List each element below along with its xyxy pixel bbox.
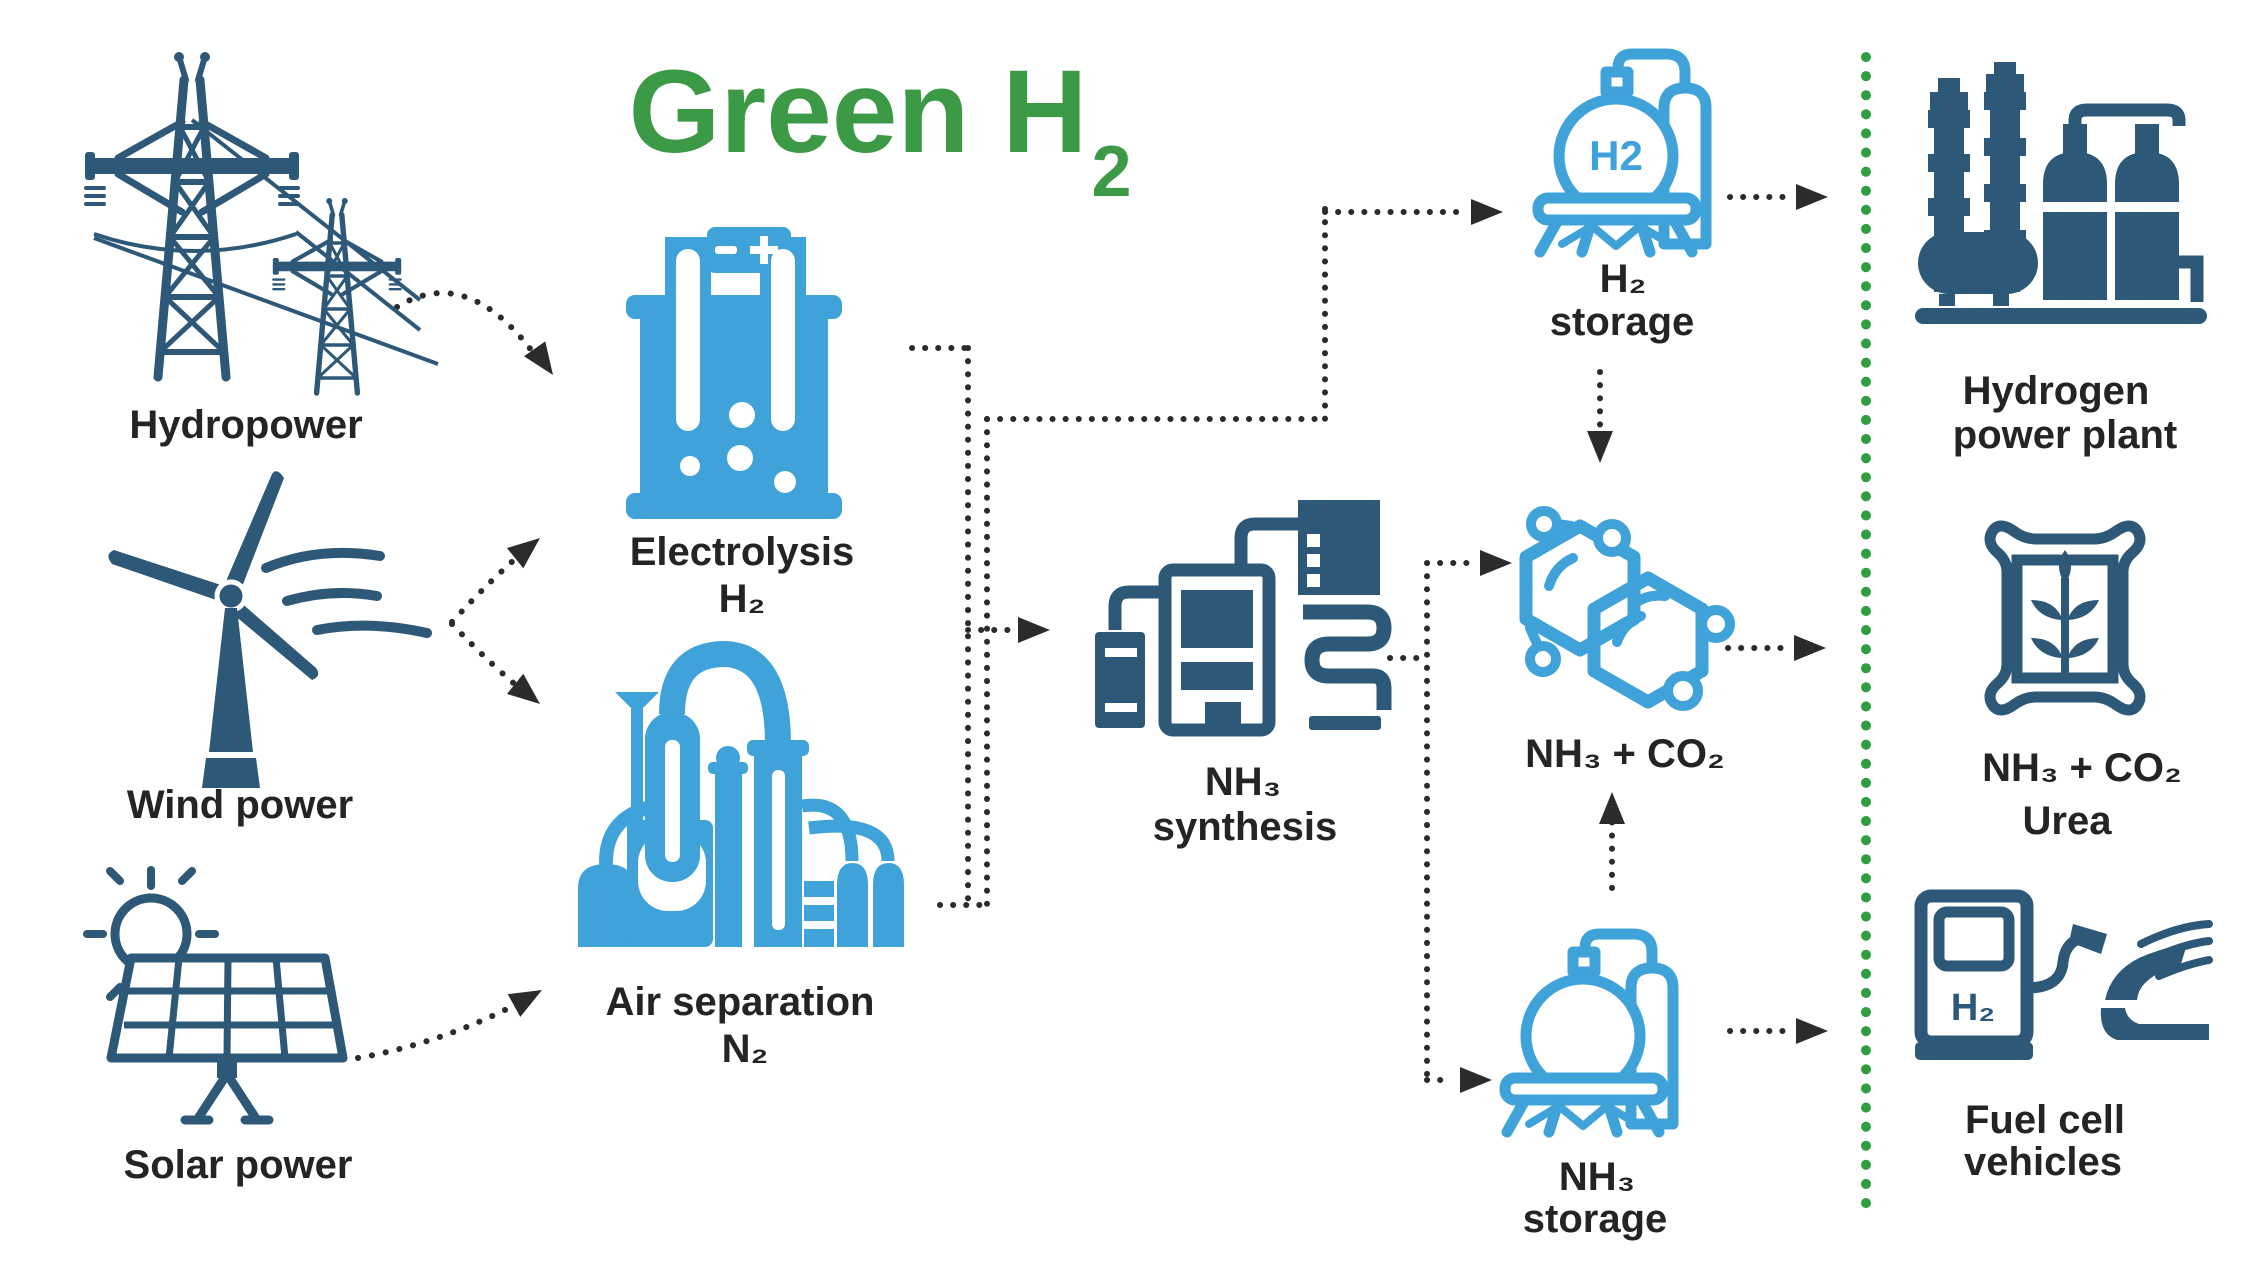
nh3-storage-icon xyxy=(1505,934,1673,1132)
title-subscript: 2 xyxy=(1092,132,1132,212)
nh3-storage-label-line2: storage xyxy=(1523,1197,1668,1241)
solar-panel-icon xyxy=(83,866,348,1125)
urea-label-line2: Urea xyxy=(2023,799,2113,843)
nh3-storage-label-line1: NH₃ xyxy=(1559,1155,1635,1199)
air-separation-label-line2: N₂ xyxy=(722,1027,769,1071)
air-separation-plant-icon xyxy=(578,640,904,947)
fuel-cell-vehicles-label-line2: vehicles xyxy=(1964,1140,2122,1184)
molecule-icon xyxy=(1519,506,1735,711)
electrolysis-label-line2: H₂ xyxy=(719,577,766,621)
wind-turbine-icon xyxy=(108,471,432,788)
nh3-co2-label: NH₃ + CO₂ xyxy=(1525,732,1725,776)
synthesis-reactor-icon xyxy=(1095,500,1392,737)
nh3-synthesis-label-line2: synthesis xyxy=(1153,805,1338,849)
transmission-towers-icon xyxy=(85,52,439,393)
fuel-cell-vehicles-label-line1: Fuel cell xyxy=(1965,1098,2125,1142)
fuel-pump-car-icon: H₂ xyxy=(1914,889,2213,1060)
h2-storage-icon: H2 xyxy=(1538,54,1706,252)
hydrogen-power-plant-label-line1: Hydrogen xyxy=(1963,369,2150,413)
h2-tank-label: H2 xyxy=(1589,132,1643,179)
pump-h2-label: H₂ xyxy=(1951,987,1995,1029)
fertilizer-bag-icon xyxy=(1984,520,2146,716)
hydrogen-power-plant-label-line2: power plant xyxy=(1953,413,2177,457)
air-separation-label-line1: Air separation xyxy=(606,980,875,1024)
wind-power-label: Wind power xyxy=(127,783,353,827)
electrolysis-label-line1: Electrolysis xyxy=(630,530,855,574)
hydropower-label: Hydropower xyxy=(129,403,362,447)
solar-power-label: Solar power xyxy=(124,1143,353,1187)
nh3-synthesis-label-line1: NH₃ xyxy=(1205,760,1281,804)
page-title: Green H 2 xyxy=(628,46,1131,212)
h2-storage-label-line1: H₂ xyxy=(1600,257,1647,301)
plant-sprig-icon xyxy=(2031,550,2099,674)
electrolysis-cell-icon xyxy=(626,227,842,519)
h2-storage-label-line2: storage xyxy=(1550,300,1695,344)
connector-lines xyxy=(355,184,1828,1093)
title-text: Green H xyxy=(628,46,1087,178)
power-plant-icon xyxy=(1915,62,2207,324)
urea-label-line1: NH₃ + CO₂ xyxy=(1982,746,2182,790)
